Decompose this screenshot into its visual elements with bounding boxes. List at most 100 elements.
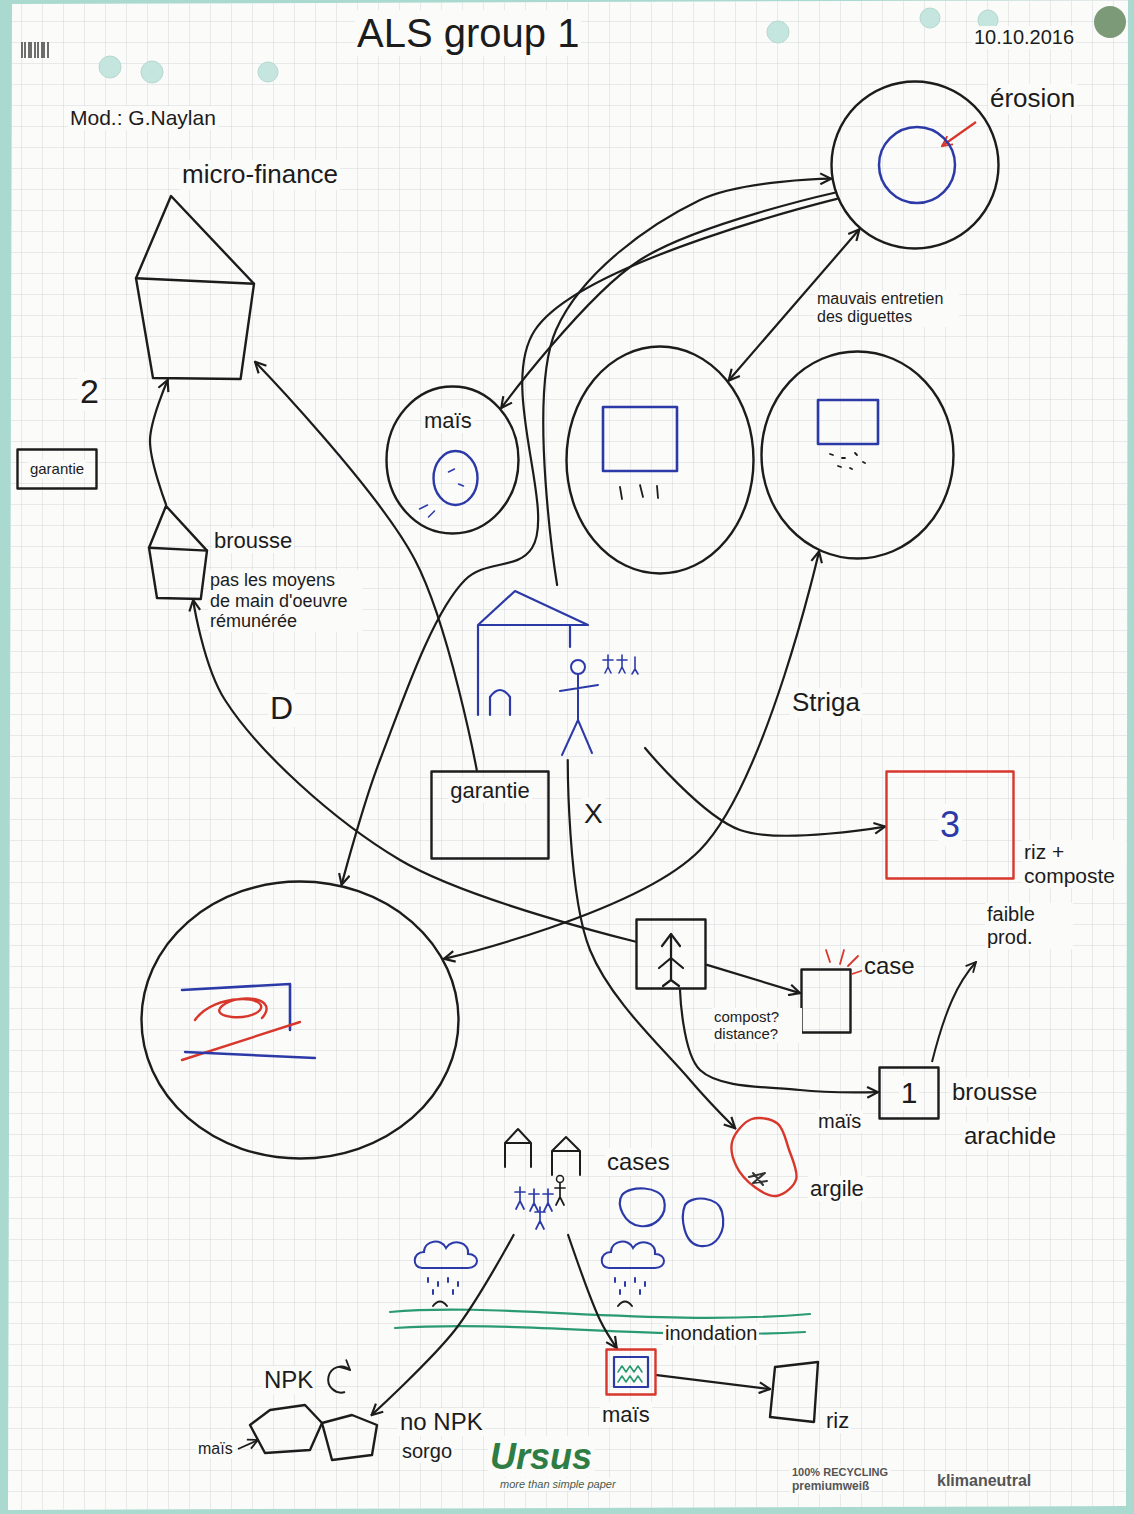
sketch-stroke [920,8,940,28]
connector [680,990,878,1092]
sketch-stroke [415,1242,477,1268]
sketch-stroke [620,485,658,499]
circle-node [760,350,955,560]
node-caption: no NPK [398,1408,485,1436]
cross-mark: X [582,798,605,830]
sketch-stroke [615,1278,645,1294]
field-node: no NPKsorgo [322,1415,377,1460]
sad-face [433,1302,632,1307]
node-outline [762,352,954,559]
sketch-stroke [428,1278,458,1294]
connector [568,760,735,1128]
edge-label: inondation [663,1322,759,1345]
node-label: 1 [899,1076,920,1111]
paper-brand: Ursus [488,1436,594,1477]
sketch-stroke [99,56,121,78]
connector [657,1375,770,1389]
paper-logo [1094,6,1126,38]
edge-label: compost? distance? [712,1008,802,1043]
node-outline [142,882,459,1159]
sketch-stroke [560,674,598,755]
connector [342,199,837,885]
node-shape [135,195,255,380]
sketch-stroke [614,1357,648,1387]
connector [707,965,800,993]
node-outline [250,1405,322,1453]
paper-print: premiumweiß [790,1480,871,1494]
sketch-stroke [557,1176,564,1183]
rain-cloud [415,1242,664,1294]
node-shape [800,968,852,1034]
field-node: NPKmaïs [250,1405,322,1455]
node-shape [770,1362,818,1422]
node-outline [567,347,754,574]
sketch-stroke [515,1187,553,1229]
paper-slogan: more than simple paper [498,1478,618,1491]
node-outline [149,506,207,599]
sketch-stroke [434,451,478,505]
connector [372,1235,514,1415]
node-caption: brousse [212,528,294,553]
node-outline [832,82,999,249]
paper-print: klimaneutral [935,1472,1033,1490]
node-outline [731,1118,796,1196]
date-note: 10.10.2016 [972,26,1076,49]
hut-box: case [800,968,852,1034]
node-caption: case [862,952,917,980]
sketch-stroke [603,655,638,674]
sketch-stroke [618,1366,642,1382]
sketch-stroke [830,453,865,469]
node-outline [136,196,254,379]
node-caption: cases [605,1148,672,1176]
farmer-box [635,918,707,990]
node-outline [802,970,851,1033]
leader-arrow [932,962,976,1062]
sketch-stroke [478,591,588,715]
connector [645,748,885,836]
connector [150,380,168,505]
paper-print: 100% RECYCLING [790,1466,890,1479]
plot-box: 3riz + composte [885,770,1015,880]
barcode [22,42,48,58]
sketch-stroke [826,950,864,974]
node-outline [432,772,549,859]
connector [444,551,819,958]
sketch-stroke [182,984,290,1030]
sketch-stroke [258,62,278,82]
house-node: broussepas les moyens de main d'oeuvre r… [148,505,208,600]
node-shape [470,585,645,760]
sketch-stroke [571,660,585,674]
node-caption: riz [824,1408,851,1433]
sketch-stroke [505,1129,580,1175]
node-caption: maïs [422,408,474,433]
sketch-stroke [420,469,464,517]
guarantee-box: garantie [430,770,550,860]
node-shape [725,1115,800,1200]
node-shape [635,918,707,990]
cycle-arrow [328,1367,350,1393]
sketch-stroke [767,21,789,43]
roof-line [136,278,254,284]
node-shape [500,1125,595,1235]
node-caption: arachide [962,1122,1058,1150]
sketch-stroke [603,407,677,471]
paper-grid [8,0,1128,1510]
node-caption: érosion [988,84,1077,114]
node-caption: micro-finance [180,160,340,190]
sketch-stroke [618,1302,632,1307]
circle-node: maïs [385,385,520,535]
node-caption: maïs [600,1402,652,1427]
hut-outline [620,1188,723,1246]
sketch-stroke [185,1052,315,1058]
edge-label: mauvais entretien des diguettes [815,290,959,327]
note-text: faible prod. [985,903,1073,949]
node-shape [760,350,955,560]
node-outline [880,1068,939,1119]
node-shape [565,345,755,575]
sketch-stroke [683,1199,723,1247]
node-label: 3 [938,804,962,845]
sketch-stroke [433,1302,447,1307]
